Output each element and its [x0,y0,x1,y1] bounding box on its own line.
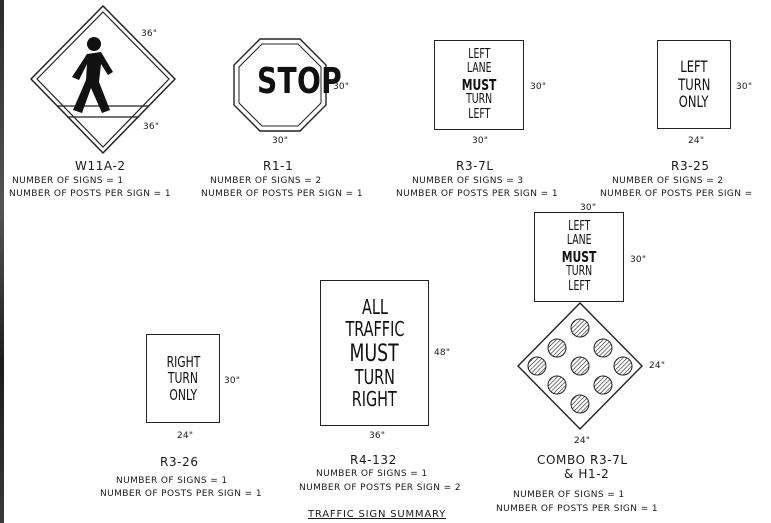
summary-title: TRAFFIC SIGN SUMMARY [308,509,446,520]
r37l-sign: LEFT LANE MUST TURN LEFT [434,40,524,130]
r37l-line-5: LEFT [467,106,491,122]
marker-dots [527,318,633,414]
combo-line-3: MUST [561,247,597,266]
r325-dim-side: 30" [736,82,753,92]
combo-posts: NUMBER OF POSTS PER SIGN = 1 [496,504,658,514]
w11a2-count: NUMBER OF SIGNS = 1 [12,176,124,186]
r325-count: NUMBER OF SIGNS = 2 [612,176,724,186]
r37l-dim-bottom: 30" [472,136,489,146]
r326-line-2: TURN [167,369,199,388]
r325-posts: NUMBER OF POSTS PER SIGN = [600,189,753,199]
r37l-code: R3-7L [456,159,494,173]
combo-dim-side-diamond: 24" [649,361,666,371]
r37l-line-3: MUST [461,75,497,94]
r325-dim-bottom: 24" [688,136,705,146]
r37l-posts: NUMBER OF POSTS PER SIGN = 1 [396,189,558,199]
r11-posts: NUMBER OF POSTS PER SIGN = 1 [201,189,363,199]
r11-dim-bottom: 30" [272,136,289,146]
r4132-line-2: TRAFFIC [345,316,404,341]
r4132-line-1: ALL [361,294,388,319]
r326-code: R3-26 [160,455,199,469]
r37l-line-2: LANE [466,61,492,77]
r37l-count: NUMBER OF SIGNS = 3 [412,176,524,186]
r326-line-1: RIGHT [166,352,200,371]
r326-dim-side: 30" [224,376,241,386]
combo-count: NUMBER OF SIGNS = 1 [513,490,625,500]
r4132-line-5: RIGHT [351,387,398,412]
left-edge-strip [0,0,4,523]
combo-r37l-sign: LEFT LANE MUST TURN LEFT [534,212,624,302]
pedestrian-crossing-sign [30,5,176,154]
r326-line-3: ONLY [169,385,197,404]
r37l-dim-side: 30" [530,82,547,92]
r326-count: NUMBER OF SIGNS = 1 [116,476,228,486]
combo-line-1: LEFT [567,219,591,235]
r325-line-3: ONLY [679,92,709,112]
r11-count: NUMBER OF SIGNS = 2 [210,176,322,186]
w11a2-dim-top: 36" [141,29,158,39]
w11a2-dim-side: 36" [143,122,160,132]
r4132-count: NUMBER OF SIGNS = 1 [316,469,428,479]
r4132-code: R4-132 [350,453,397,467]
r325-code: R3-25 [671,159,710,173]
r326-sign: RIGHT TURN ONLY [146,334,220,423]
r326-dim-bottom: 24" [177,431,194,441]
combo-line-2: LANE [566,233,592,249]
r4132-posts: NUMBER OF POSTS PER SIGN = 2 [299,483,461,493]
r326-posts: NUMBER OF POSTS PER SIGN = 1 [100,489,262,499]
r11-code: R1-1 [263,159,294,173]
h12-diamond-sign [517,302,643,430]
r4132-sign: ALL TRAFFIC MUST TURN RIGHT [320,280,429,426]
r4132-dim-side: 48" [434,348,451,358]
combo-dim-top: 30" [580,203,597,213]
pedestrian-icon [72,37,113,113]
combo-dim-side-top: 30" [630,255,647,265]
combo-dim-bottom-diamond: 24" [574,436,591,446]
combo-line-5: LEFT [567,278,591,294]
combo-line-4: TURN [565,264,593,280]
r325-sign: LEFT TURN ONLY [657,40,731,129]
r4132-line-4: TURN [354,365,395,390]
r37l-line-1: LEFT [467,47,491,63]
w11a2-code: W11A-2 [75,159,126,173]
stop-sign [233,38,327,132]
combo-code-line-1: COMBO R3-7L [537,453,628,467]
r37l-line-4: TURN [465,92,493,108]
stop-legend: STOP [256,61,343,102]
r325-line-1: LEFT [680,57,708,77]
r325-line-2: TURN [677,74,711,94]
r4132-dim-bottom: 36" [369,431,386,441]
r4132-line-3: MUST [349,338,400,367]
combo-code-line-2: & H1-2 [564,467,610,481]
r11-dim-side: 30" [333,82,350,92]
w11a2-posts: NUMBER OF POSTS PER SIGN = 1 [9,189,171,199]
